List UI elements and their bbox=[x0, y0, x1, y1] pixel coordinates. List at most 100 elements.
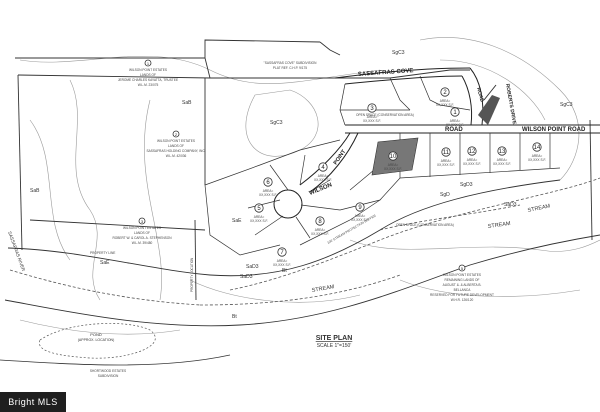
road-label-wilson-point-road: WILSON POINT ROAD bbox=[522, 127, 586, 133]
soil-label: SgD3 bbox=[460, 182, 473, 188]
lot-area-label: AREA= bbox=[440, 99, 451, 103]
parcel-line: WILSON POINT ESTATES bbox=[443, 273, 481, 277]
parcel-line: REMAINING LANDS OF bbox=[445, 278, 480, 282]
parcel-line: WILSON POINT ESTATES bbox=[129, 68, 167, 72]
lot-number-circle bbox=[254, 203, 264, 213]
soil-label: Bt bbox=[282, 268, 287, 274]
lot-area-value: XX,XXX S.F. bbox=[436, 103, 454, 107]
soil-labels: SgC3 SaB SgC3 SaB SaE SgD SaD3 SaD3 SgC3… bbox=[30, 50, 573, 320]
parcel-line: LANDS OF bbox=[168, 144, 184, 148]
shortwood-subdivision-line: SUBDIVISION bbox=[98, 374, 119, 378]
lot-area-value: XX,XXX S.F. bbox=[259, 193, 277, 197]
lot-area-label: AREA= bbox=[277, 259, 288, 263]
lot-number: 1 bbox=[453, 110, 457, 116]
lot-number-circle bbox=[441, 147, 451, 157]
parcel-line: WILSON POINT ESTATES bbox=[123, 226, 161, 230]
lot-number: 12 bbox=[469, 149, 476, 155]
lot-number-circle bbox=[467, 146, 477, 156]
lot-lines bbox=[204, 75, 561, 256]
lot-area-value: XX,XXX S.F. bbox=[463, 162, 481, 166]
lot-number: 7 bbox=[280, 250, 284, 256]
parcel-number: 3 bbox=[141, 219, 144, 224]
stream-label: STREAM bbox=[527, 203, 551, 214]
bottom-boundary bbox=[0, 354, 231, 366]
lot-area-label: AREA= bbox=[532, 154, 543, 158]
lot-number-circle bbox=[497, 146, 507, 156]
lot-area-value: XX,XXX S.F. bbox=[528, 158, 546, 162]
lot-area-value: XX,XXX S.F. bbox=[437, 163, 455, 167]
lot-number: 11 bbox=[443, 150, 450, 156]
soil-label: SaE bbox=[100, 260, 110, 266]
lot-area-value: XX,XXX S.F. bbox=[250, 219, 268, 223]
lot-area-label: AREA= bbox=[497, 158, 508, 162]
sassafras-cove-subdivision-label: "SASSAFRAS COVE" SUBDIVISION PLAT REF. C… bbox=[264, 61, 317, 70]
watermark-badge: Bright MLS bbox=[0, 392, 66, 412]
lot-area-label: AREA= bbox=[450, 119, 461, 123]
streams bbox=[9, 177, 600, 306]
soil-label: SaE bbox=[232, 218, 242, 224]
lot-area-label: AREA= bbox=[467, 158, 478, 162]
lot-area-value: XX,XXX S.F. bbox=[273, 263, 291, 267]
property-location-note: PROPERTY LOCATION bbox=[190, 257, 194, 292]
lot-area-value: XX,XXX S.F. bbox=[311, 232, 329, 236]
road-label-road-horizontal: ROAD bbox=[445, 127, 463, 133]
lot-number: 2 bbox=[443, 90, 447, 96]
lot-number-circle bbox=[318, 162, 328, 172]
property-boundaries bbox=[4, 39, 600, 327]
lot-number: 3 bbox=[370, 106, 374, 112]
parcel-line: BELLANCA bbox=[454, 288, 472, 292]
parcel-5-label: 5 WILSON POINT ESTATES REMAINING LANDS O… bbox=[430, 264, 494, 302]
lot-area-label: AREA= bbox=[315, 228, 326, 232]
lot-number: 4 bbox=[321, 165, 325, 171]
lot-area-label: AREA= bbox=[388, 163, 399, 167]
lot-number: 5 bbox=[257, 206, 261, 212]
lot-area-label: AREA= bbox=[441, 159, 452, 163]
soil-label: SgC3 bbox=[392, 50, 405, 56]
pond-note: (APPROX. LOCATION) bbox=[78, 338, 115, 342]
soil-label: SgD bbox=[440, 192, 450, 198]
lot-area-label: AREA= bbox=[263, 189, 274, 193]
lot-number-circle bbox=[450, 107, 460, 117]
soil-label: SaB bbox=[30, 188, 40, 194]
parcel-line: AUGUST &. & ALBERTA B. bbox=[443, 283, 482, 287]
soil-label: SaD3 bbox=[246, 264, 259, 270]
lot-area-value: XX,XXX S.F. bbox=[363, 119, 381, 123]
site-plan-title: SITE PLAN bbox=[316, 335, 353, 342]
lot-number-circle bbox=[315, 216, 325, 226]
parcel-number: 2 bbox=[175, 132, 178, 137]
parcel-line: W.L.M. 39/480 bbox=[132, 241, 153, 245]
property-line-note: PROPERTY LINE bbox=[90, 251, 115, 255]
lot-number-circle bbox=[388, 151, 398, 161]
cul-de-sac bbox=[273, 189, 303, 219]
soil-label: SgC3 bbox=[560, 102, 573, 108]
lot-area-value: XX,XXX S.F. bbox=[446, 123, 464, 127]
stream-label: STREAM bbox=[311, 284, 335, 294]
lot-number-circle bbox=[440, 87, 450, 97]
parcel-line: W.L.M. 23/075 bbox=[138, 83, 159, 87]
soil-label: SaD3 bbox=[240, 274, 253, 280]
lot-number-circle bbox=[355, 202, 365, 212]
parcel-line: WILSON POINT ESTATES bbox=[157, 139, 195, 143]
parcel-1-label: 1 WILSON POINT ESTATES LANDS OF JEROME C… bbox=[118, 59, 178, 87]
lot-area-label: AREA= bbox=[355, 214, 366, 218]
lot-area-value: XX,XXX S.F. bbox=[493, 162, 511, 166]
lot-number-circle bbox=[263, 177, 273, 187]
lot-area-value: XX,XXX S.F. bbox=[384, 167, 402, 171]
soil-label: SaB bbox=[182, 100, 192, 106]
shortwood-subdivision-line: SHORTWOOD ESTATES bbox=[90, 369, 126, 373]
parcel-line: RESERVED FOR FUTURE DEVELOPMENT bbox=[430, 293, 494, 297]
lot-number: 13 bbox=[499, 149, 506, 155]
parcel-number: 1 bbox=[147, 61, 150, 66]
plat-ref: PLAT REF. C.H.P. 9/175 bbox=[273, 66, 307, 70]
